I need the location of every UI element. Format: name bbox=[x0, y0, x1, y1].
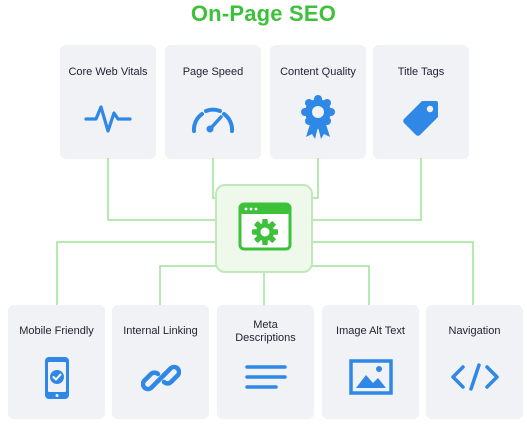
card-internal-linking: Internal Linking bbox=[112, 305, 209, 418]
text-lines-icon bbox=[244, 365, 287, 389]
connector-mobile-friendly bbox=[56, 241, 215, 305]
card-label: Internal Linking bbox=[123, 325, 198, 337]
hub-node bbox=[215, 184, 313, 273]
diagram-title: On-Page SEO bbox=[190, 1, 337, 26]
card-mobile-friendly: Mobile Friendly bbox=[8, 305, 105, 418]
link-icon bbox=[140, 364, 181, 392]
speedometer-icon bbox=[191, 107, 235, 133]
card-label-line2: Descriptions bbox=[235, 332, 296, 344]
pulse-icon bbox=[84, 105, 132, 133]
award-badge-icon bbox=[301, 95, 335, 139]
connector-image-alt-text bbox=[290, 265, 370, 305]
card-image-alt-text: Image Alt Text bbox=[322, 305, 419, 418]
browser-gear-icon bbox=[238, 202, 292, 251]
card-meta-descriptions: Meta Descriptions bbox=[217, 305, 314, 418]
card-label: Page Speed bbox=[182, 66, 244, 78]
card-page-speed: Page Speed bbox=[165, 45, 261, 158]
connector-navigation bbox=[313, 241, 474, 305]
card-label-line1: Meta bbox=[253, 319, 278, 331]
card-label: Content Quality bbox=[280, 66, 356, 78]
card-navigation: Navigation bbox=[426, 305, 523, 418]
card-core-web-vitals: Core Web Vitals bbox=[60, 45, 156, 158]
mobile-check-icon bbox=[44, 357, 69, 399]
card-label: Image Alt Text bbox=[336, 325, 405, 337]
card-content-quality: Content Quality bbox=[270, 45, 366, 158]
image-icon bbox=[348, 359, 393, 395]
connector-title-tags bbox=[313, 158, 422, 221]
code-icon bbox=[450, 363, 499, 391]
card-label: Core Web Vitals bbox=[68, 66, 148, 78]
card-label: Mobile Friendly bbox=[19, 325, 94, 337]
connector-core-web-vitals bbox=[107, 158, 215, 221]
card-label: Title Tags bbox=[397, 66, 445, 78]
connector-internal-linking bbox=[159, 265, 240, 305]
card-title-tags: Title Tags bbox=[373, 45, 469, 158]
card-label: Navigation bbox=[448, 325, 501, 337]
tag-icon bbox=[403, 101, 438, 136]
